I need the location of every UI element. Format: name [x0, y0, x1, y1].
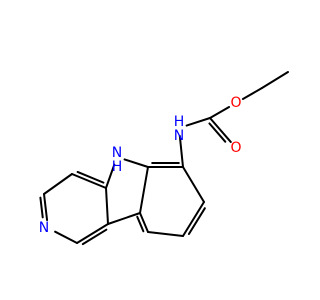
bond-a_c1-a_c9b-b [81, 228, 108, 246]
bond-a_c8-a_c7-a [182, 201, 205, 237]
atom-label-text: H [112, 159, 123, 175]
bond-a_c1-a_c9b-a [76, 223, 109, 244]
bond-a_c9-a_c8 [147, 231, 184, 237]
atom-label-a_nh_amide: HN [174, 114, 185, 144]
atom-label-text: N [174, 128, 184, 144]
bond-a_oe-a_cc [209, 105, 231, 119]
bond-a_c4-a_c3 [43, 173, 73, 195]
bond-a_c9b-a_c4a [105, 187, 109, 225]
bond-a_ch3-a_ch2 [261, 71, 289, 89]
atom-label-text: O [230, 140, 241, 156]
atom-label-a_oe: O [230, 95, 241, 111]
bond-a_c9a-a_c9-b [136, 215, 145, 233]
atom-label-text: N [39, 220, 49, 236]
bond-a_n5-a_c4a [105, 163, 116, 189]
atom-label-a_n2: N [39, 220, 49, 236]
bond-a_c9a-a_c9-a [139, 212, 149, 233]
bond-a_c7a-a_n5 [123, 158, 149, 168]
bond-a_ch2-a_oe [241, 87, 263, 101]
bond-a_c4a-a_c4-b [76, 170, 105, 184]
bond-a_n2-a_c1 [54, 230, 78, 244]
atom-label-a_n5: NH [112, 145, 123, 175]
atom-label-text: N [112, 145, 122, 161]
bond-a_cc-a_nh_amide [185, 117, 211, 127]
bond-a_nh_amide-a_c6 [178, 134, 184, 168]
bond-a_c9b-a_c9a [107, 212, 141, 225]
bond-layer [39, 71, 289, 246]
bond-a_cc-a_ocarb-b [208, 122, 227, 143]
bond-a_cc-a_ocarb-a [209, 117, 232, 143]
bond-a_c3-a_n2-a [43, 193, 49, 222]
atom-label-text: O [230, 95, 241, 111]
bond-a_c4a-a_c4-a [71, 173, 107, 189]
atom-label-text: H [174, 114, 185, 130]
bond-a_c8-a_c7-b [187, 207, 206, 236]
bond-a_c9a-a_c7a [139, 166, 149, 214]
bond-a_c7-a_c6 [182, 166, 205, 203]
bond-a_c3-a_n2-b [39, 196, 44, 219]
atom-label-a_ocarb: O [230, 140, 241, 156]
